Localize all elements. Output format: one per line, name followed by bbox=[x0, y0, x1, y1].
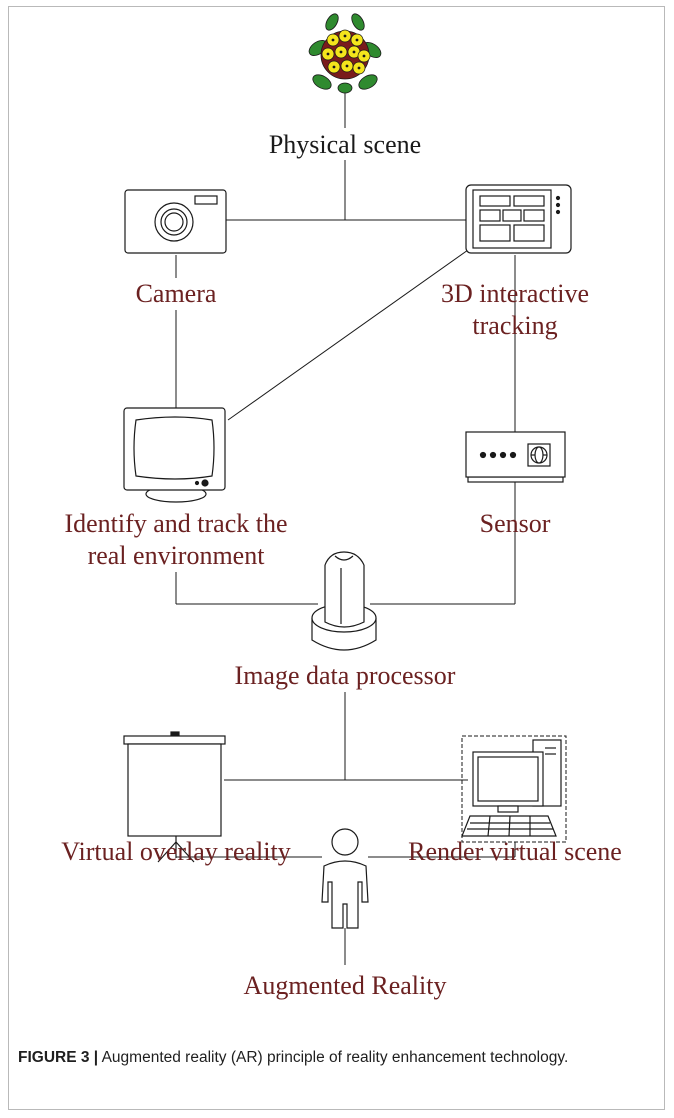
flower-bouquet-icon bbox=[308, 13, 382, 94]
camera-icon bbox=[124, 189, 227, 254]
desktop-computer-icon bbox=[461, 735, 567, 843]
connector-lines bbox=[175, 90, 516, 965]
label-sensor: Sensor bbox=[479, 509, 551, 538]
figure-caption: FIGURE 3 | Augmented reality (AR) princi… bbox=[18, 1047, 658, 1069]
label-camera: Camera bbox=[135, 279, 217, 308]
figure-label: FIGURE 3 | bbox=[18, 1049, 99, 1066]
label-tracking-line1: 3D interactive bbox=[441, 279, 589, 308]
label-augmented-reality: Augmented Reality bbox=[243, 971, 447, 1000]
label-render-virtual-scene: Render virtual scene bbox=[408, 837, 622, 866]
sensor-box-icon bbox=[465, 431, 566, 483]
label-physical-scene: Physical scene bbox=[268, 130, 422, 159]
tablet-icon bbox=[465, 184, 572, 254]
ar-principle-diagram bbox=[123, 13, 572, 965]
projection-screen-icon bbox=[123, 731, 226, 863]
person-icon bbox=[321, 828, 369, 929]
label-identify-line1: Identify and track the bbox=[64, 509, 288, 538]
monitor-icon bbox=[123, 407, 226, 503]
processor-cylinder-icon bbox=[311, 551, 377, 651]
label-identify-line2: real environment bbox=[87, 541, 265, 570]
caption-text: Augmented reality (AR) principle of real… bbox=[98, 1049, 569, 1066]
label-image-data-processor: Image data processor bbox=[234, 661, 456, 690]
label-virtual-overlay-reality: Virtual overlay reality bbox=[61, 837, 291, 866]
label-tracking-line2: tracking bbox=[472, 311, 558, 340]
